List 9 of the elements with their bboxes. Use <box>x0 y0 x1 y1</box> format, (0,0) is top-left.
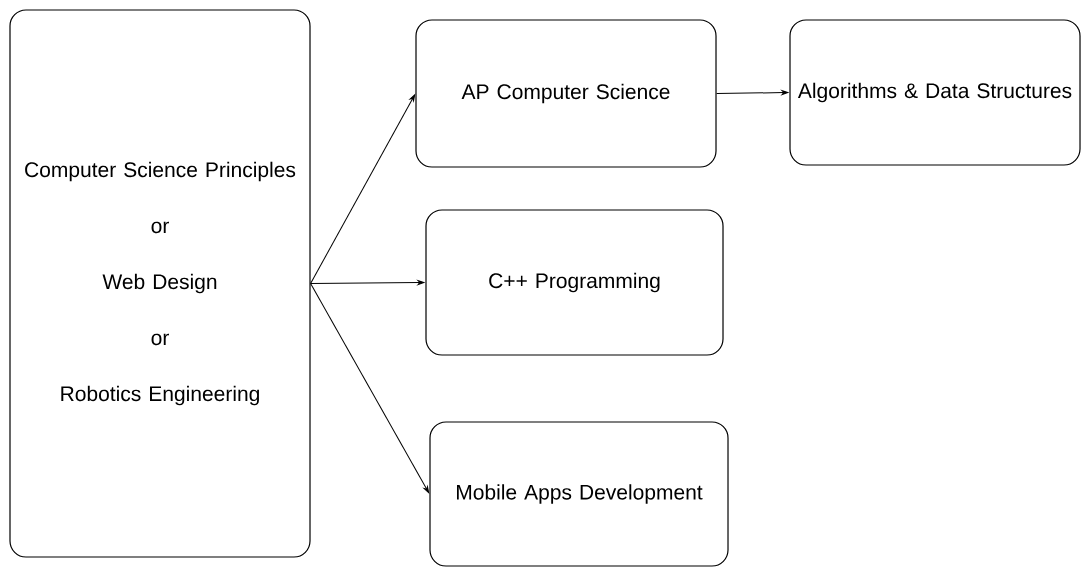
course-box: Algorithms & Data Structures <box>789 19 1081 166</box>
arrow <box>310 280 425 285</box>
course-box: Computer Science Principles or Web Design or Robotics Engineering <box>9 9 311 558</box>
course-box: C++ Programming <box>425 209 724 356</box>
course-box: Mobile Apps Development <box>429 421 729 567</box>
arrow <box>310 283 430 494</box>
arrow <box>310 94 416 284</box>
course-box: AP Computer Science <box>415 19 717 168</box>
arrow <box>716 90 789 95</box>
